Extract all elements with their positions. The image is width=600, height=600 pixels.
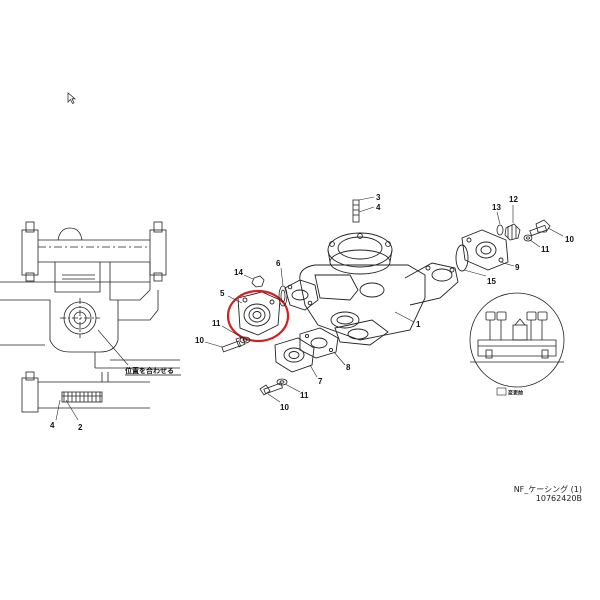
bolt-part-10-left [204,336,246,353]
housing-part-5 [237,291,281,336]
callout-11-left: 11 [212,319,221,328]
callout-4-left: 4 [50,421,55,430]
callout-10-bottom: 10 [280,403,289,412]
gasket-part-8 [299,327,346,366]
left-section-view [0,221,180,369]
callout-8: 8 [346,363,351,372]
o-ring-part-15 [455,244,487,277]
callout-12: 12 [509,195,518,204]
detail-tag-box [496,387,507,396]
highlight-circle [226,289,290,343]
nut-part-14 [243,274,265,288]
gasket-part-6 [278,267,288,307]
callout-6: 6 [276,259,281,268]
detail-tag: 変更前 [508,390,523,397]
cover-plate-part-9 [461,229,515,271]
bolt-part-10-right [529,219,564,237]
callout-5: 5 [220,289,225,298]
detail-inset [469,292,565,388]
drawing-code: 10762420B [535,494,582,503]
callout-11-bottom: 11 [300,391,309,400]
alignment-note: 位置を合わせる [125,366,174,375]
callout-10-left: 10 [195,336,204,345]
stud-bolt [352,196,375,223]
washer-part-11-left [221,325,251,344]
washer-part-11-right [523,234,541,248]
main-casing [284,232,459,346]
callout-1: 1 [416,320,421,329]
plug-part-12 [504,205,521,241]
cursor-arrow-icon [67,92,77,105]
callout-13: 13 [492,203,501,212]
seal-part-13 [496,211,504,236]
drawing-title: NF_ケーシング (1) [513,485,582,494]
washer-part-11-bottom [276,378,301,393]
callout-14: 14 [234,268,243,277]
callout-11-right: 11 [541,245,550,254]
left-bottom-detail [21,371,150,421]
callout-15: 15 [487,277,496,286]
callout-3: 3 [376,193,381,202]
callout-4: 4 [376,203,381,212]
flange-part-7 [274,337,318,378]
callout-10-right: 10 [565,235,574,244]
callout-2-left: 2 [78,423,83,432]
callout-7: 7 [318,377,323,386]
bolt-part-10-bottom [259,382,283,403]
callout-9: 9 [515,263,520,272]
